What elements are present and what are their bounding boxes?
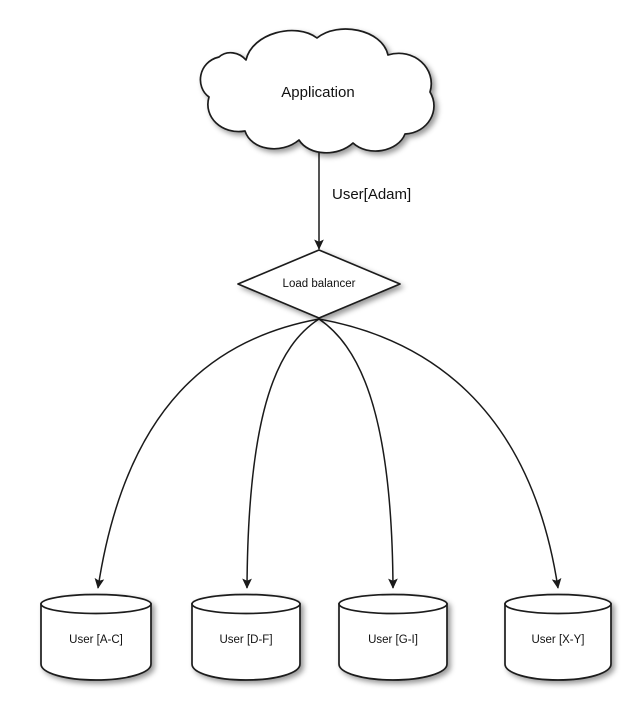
shard-1-label: User [D-F]	[219, 634, 272, 646]
diamond-shape	[237, 249, 401, 319]
node-load-balancer[interactable]: Load balancer	[237, 249, 401, 319]
shard-2-cylinder-top	[338, 593, 448, 615]
edge-load-balancer-to-shard-1	[242, 318, 320, 589]
shard-0-cylinder-body	[40, 603, 152, 681]
node-shard-2[interactable]: User [G-I]	[338, 593, 448, 681]
edge-label-user-adam: User[Adam]	[332, 186, 411, 203]
shard-0-cylinder-top	[40, 593, 152, 615]
node-application[interactable]: Application	[199, 28, 435, 154]
shard-3-cylinder-body	[504, 603, 612, 681]
cloud-shape	[199, 28, 435, 154]
shard-0-label: User [A-C]	[69, 634, 123, 646]
edge-layer: User[Adam]	[94, 150, 562, 589]
shard-1-cylinder-body	[191, 603, 301, 681]
shard-3-label: User [X-Y]	[531, 634, 584, 646]
shard-2-label: User [G-I]	[368, 634, 418, 646]
edge-load-balancer-to-shard-2	[318, 318, 398, 589]
edge-load-balancer-to-shard-0	[94, 318, 320, 589]
application-label: Application	[281, 84, 354, 101]
node-shard-3[interactable]: User [X-Y]	[504, 593, 612, 681]
shard-1-cylinder-top	[191, 593, 301, 615]
shard-2-cylinder-body	[338, 603, 448, 681]
node-shard-0[interactable]: User [A-C]	[40, 593, 152, 681]
shard-3-cylinder-top	[504, 593, 612, 615]
edge-load-balancer-to-shard-3	[318, 318, 562, 589]
node-shard-1[interactable]: User [D-F]	[191, 593, 301, 681]
load-balancer-label: Load balancer	[283, 278, 356, 290]
